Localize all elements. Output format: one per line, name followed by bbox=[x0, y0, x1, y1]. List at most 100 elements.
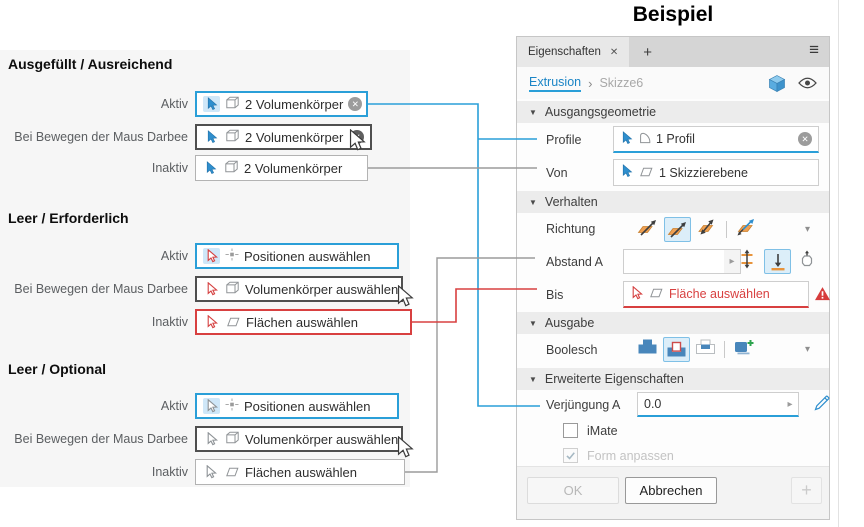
expression-expander-icon[interactable]: ▸ bbox=[724, 250, 740, 273]
tab-label: Eigenschaften bbox=[528, 46, 601, 58]
divider bbox=[726, 220, 727, 238]
position-icon bbox=[225, 248, 239, 264]
legend-row: Bei Bewegen der Maus Darbee 2 Volumenkör… bbox=[0, 124, 372, 150]
expression-expander-icon[interactable]: ▸ bbox=[782, 393, 798, 415]
direction-flipped-icon-selected[interactable] bbox=[664, 216, 691, 242]
state-label: Bei Bewegen der Maus Darbee bbox=[14, 282, 188, 296]
taper-pencil-icon[interactable] bbox=[813, 394, 830, 416]
new-solid-icon[interactable] bbox=[733, 338, 755, 361]
boolesch-label: Boolesch bbox=[546, 343, 598, 357]
solid-body-icon bbox=[225, 96, 240, 112]
plane-icon bbox=[638, 166, 654, 180]
solid-body-icon bbox=[224, 160, 239, 176]
legend-row: Inaktiv Flächen auswählen bbox=[0, 459, 405, 485]
breadcrumb-feature[interactable]: Extrusion bbox=[529, 75, 582, 92]
field-placeholder: Positionen auswählen bbox=[244, 398, 371, 414]
boolean-intersect-icon[interactable] bbox=[695, 338, 716, 360]
direction-symmetric-icon[interactable] bbox=[696, 217, 718, 242]
direction-dropdown-caret-icon[interactable]: ▾ bbox=[805, 224, 811, 235]
legend-row: Aktiv 2 Volumenkörper ✕ bbox=[0, 91, 368, 117]
form-anpassen-checkbox[interactable] bbox=[563, 448, 578, 463]
imate-checkbox[interactable] bbox=[563, 423, 578, 438]
selection-field-optional-active[interactable]: Positionen auswählen bbox=[195, 393, 399, 419]
to-surface-icon-selected[interactable] bbox=[764, 249, 791, 274]
solid-body-icon bbox=[225, 431, 240, 447]
direction-button-group bbox=[637, 215, 759, 243]
mouse-cursor bbox=[349, 129, 366, 151]
direction-default-icon[interactable] bbox=[637, 217, 659, 242]
selection-field-optional-hover[interactable]: Volumenkörper auswählen bbox=[195, 426, 403, 452]
von-selection-field[interactable]: 1 Skizzierebene bbox=[613, 159, 819, 186]
boolean-button-group bbox=[637, 335, 755, 363]
collapse-triangle-icon: ▼ bbox=[529, 197, 537, 207]
breadcrumb: Extrusion › Skizze6 bbox=[517, 67, 829, 99]
field-value: 1 Skizzierebene bbox=[659, 165, 748, 180]
legend-row: Bei Bewegen der Maus Darbee Volumenkörpe… bbox=[0, 276, 403, 302]
boolean-dropdown-caret-icon[interactable]: ▾ bbox=[805, 344, 811, 355]
close-tab-icon[interactable]: ✕ bbox=[609, 46, 619, 58]
selection-field-required-active[interactable]: Positionen auswählen bbox=[195, 243, 399, 269]
state-label: Inaktiv bbox=[151, 161, 188, 175]
selection-field-filled-active[interactable]: 2 Volumenkörper ✕ bbox=[195, 91, 368, 117]
section-header-advanced[interactable]: ▼ Erweiterte Eigenschaften bbox=[517, 368, 829, 390]
solid-preview-icon[interactable] bbox=[767, 74, 787, 96]
clear-selection-icon[interactable]: ✕ bbox=[798, 132, 812, 146]
abstand-input-wrap: ▸ bbox=[623, 249, 741, 274]
properties-panel: Eigenschaften ✕ + ≡ Extrusion › Skizze6 … bbox=[516, 36, 830, 520]
section-title: Ausgangsgeometrie bbox=[544, 105, 657, 119]
ok-button[interactable]: OK bbox=[527, 477, 619, 504]
selection-cursor-icon bbox=[203, 129, 220, 145]
tab-eigenschaften[interactable]: Eigenschaften ✕ bbox=[517, 37, 630, 67]
selection-cursor-icon bbox=[620, 164, 633, 181]
section-title: Verhalten bbox=[544, 195, 598, 209]
collapse-triangle-icon: ▼ bbox=[529, 374, 537, 384]
selection-cursor-icon bbox=[203, 314, 220, 330]
state-label: Inaktiv bbox=[151, 465, 188, 479]
cancel-button[interactable]: Abbrechen bbox=[625, 477, 717, 504]
legend-row: Inaktiv 2 Volumenkörper bbox=[0, 155, 368, 181]
selection-field-required-inactive[interactable]: Flächen auswählen bbox=[195, 309, 412, 335]
legend-row: Bei Bewegen der Maus Darbee Volumenkörpe… bbox=[0, 426, 403, 452]
mouse-cursor bbox=[397, 436, 414, 458]
boolean-union-icon[interactable] bbox=[637, 338, 658, 360]
window-edge-divider bbox=[838, 0, 839, 527]
clear-selection-icon[interactable]: ✕ bbox=[348, 97, 363, 111]
selection-field-required-hover[interactable]: Volumenkörper auswählen bbox=[195, 276, 403, 302]
visibility-eye-icon[interactable] bbox=[798, 77, 817, 92]
state-label: Inaktiv bbox=[151, 315, 188, 329]
boolean-cut-icon-selected[interactable] bbox=[663, 336, 690, 362]
selection-field-optional-inactive[interactable]: Flächen auswählen bbox=[195, 459, 405, 485]
field-placeholder: Flächen auswählen bbox=[246, 314, 359, 330]
selection-field-filled-inactive[interactable]: 2 Volumenkörper bbox=[195, 155, 368, 181]
section-title: Ausgabe bbox=[544, 316, 595, 330]
legend-row: Inaktiv Flächen auswählen bbox=[0, 309, 412, 335]
add-feature-button[interactable]: + bbox=[791, 477, 822, 504]
section-title: Erweiterte Eigenschaften bbox=[544, 372, 684, 386]
extent-button-group bbox=[737, 248, 816, 275]
through-all-icon[interactable] bbox=[798, 250, 816, 273]
position-icon bbox=[225, 398, 239, 414]
field-placeholder: Volumenkörper auswählen bbox=[245, 281, 399, 297]
mouse-cursor bbox=[397, 285, 414, 307]
verjuengung-input-wrap: ▸ bbox=[637, 392, 799, 417]
selection-field-filled-hover[interactable]: 2 Volumenkörper ✕ bbox=[195, 124, 372, 150]
direction-asymmetric-icon[interactable] bbox=[735, 217, 759, 242]
field-value: 1 Profil bbox=[656, 132, 695, 146]
section-header-behavior[interactable]: ▼ Verhalten bbox=[517, 191, 829, 213]
menu-icon[interactable]: ≡ bbox=[809, 40, 819, 59]
verjuengung-input[interactable] bbox=[638, 397, 782, 411]
richtung-label: Richtung bbox=[546, 222, 596, 236]
flip-distance-icon[interactable] bbox=[737, 249, 757, 274]
field-value: 2 Volumenkörper bbox=[244, 160, 343, 176]
selection-cursor-icon bbox=[620, 130, 633, 148]
section-header-output[interactable]: ▼ Ausgabe bbox=[517, 312, 829, 334]
section-header-geometry[interactable]: ▼ Ausgangsgeometrie bbox=[517, 101, 829, 123]
verjuengung-label: Verjüngung A bbox=[546, 398, 621, 412]
add-tab-icon[interactable]: + bbox=[643, 43, 653, 61]
abstand-input[interactable] bbox=[624, 254, 724, 269]
profile-selection-field[interactable]: 1 Profil ✕ bbox=[613, 126, 819, 153]
state-label: Aktiv bbox=[160, 97, 188, 111]
breadcrumb-sketch[interactable]: Skizze6 bbox=[599, 76, 644, 90]
bis-selection-field[interactable]: Fläche auswählen bbox=[623, 281, 809, 308]
abstand-label: Abstand A bbox=[546, 255, 603, 269]
